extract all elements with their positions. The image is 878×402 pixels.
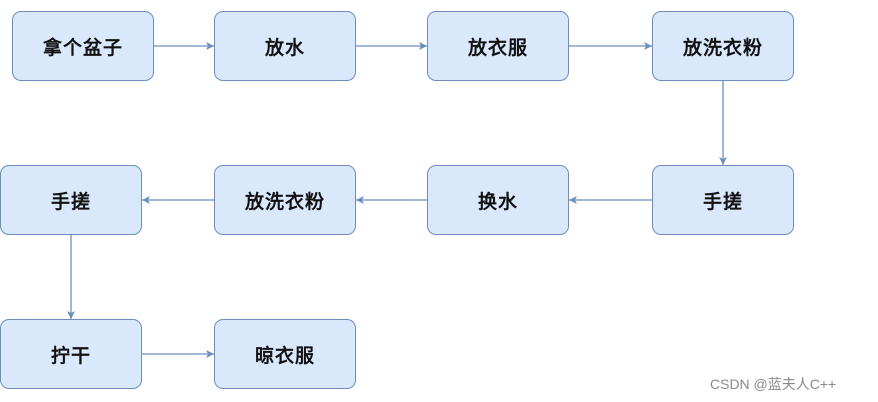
step-wring-dry: 拧干 [0, 319, 142, 389]
step-add-detergent-again: 放洗衣粉 [214, 165, 356, 235]
step-add-water: 放水 [214, 11, 356, 81]
step-change-water: 换水 [427, 165, 569, 235]
step-take-basin: 拿个盆子 [12, 11, 154, 81]
watermark-text: CSDN @蓝夫人C++ [710, 376, 837, 392]
step-hand-scrub-again: 手搓 [0, 165, 142, 235]
step-hand-scrub: 手搓 [652, 165, 794, 235]
step-add-detergent: 放洗衣粉 [652, 11, 794, 81]
step-add-clothes: 放衣服 [427, 11, 569, 81]
step-hang-clothes: 晾衣服 [214, 319, 356, 389]
